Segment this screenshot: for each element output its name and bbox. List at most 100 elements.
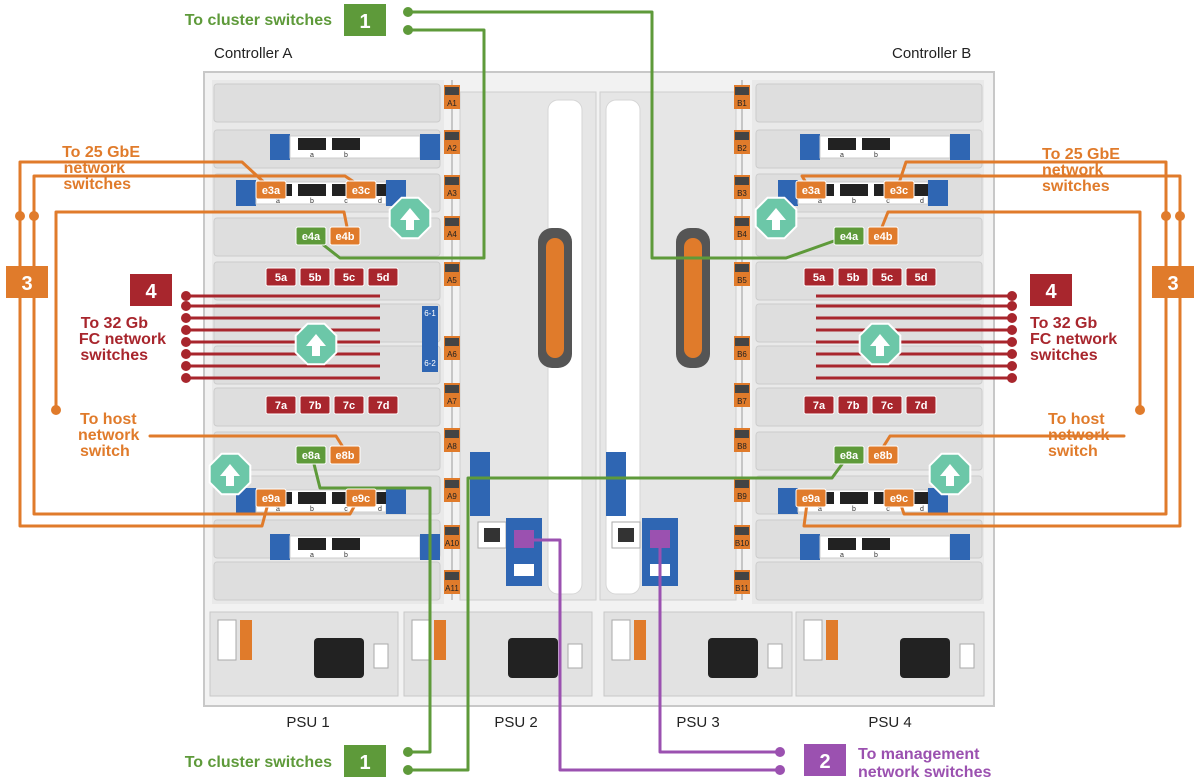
port-a-5b: 5b xyxy=(299,267,331,287)
nic-port-letter: b xyxy=(310,506,314,513)
slot-label: A10 xyxy=(445,539,460,548)
port-badge-bg xyxy=(295,226,327,246)
mgmt-number: 2 xyxy=(819,751,830,773)
nic-latch xyxy=(800,534,820,560)
fc-left-number: 4 xyxy=(145,281,157,303)
fc-right-line2: FC network xyxy=(1030,331,1117,348)
rj45-port-b xyxy=(611,521,641,549)
led-arrow-icon xyxy=(766,208,786,230)
psu-inlet xyxy=(708,638,758,678)
controller-b-label: Controller B xyxy=(892,45,971,62)
port-badge-bg xyxy=(883,180,915,200)
a-card-slot-9 xyxy=(213,431,441,471)
port-badge-bg xyxy=(803,395,835,415)
attention-led-5 xyxy=(858,322,902,366)
nic-port-letter: c xyxy=(886,198,890,205)
slot-tab-notch xyxy=(735,264,749,272)
nic-port-letter: d xyxy=(920,506,924,513)
host-right-line1: To host xyxy=(1048,411,1105,428)
slot-label: A4 xyxy=(447,230,457,239)
led-arrow-icon xyxy=(400,208,420,230)
fc-left-line3: switches xyxy=(80,347,148,364)
slot-label: B4 xyxy=(737,230,747,239)
port-badge-bg xyxy=(871,395,903,415)
nic-port-letter: a xyxy=(276,506,280,513)
b-slot-b4: B4 xyxy=(734,216,750,240)
port-badge-bg xyxy=(265,395,297,415)
fc-left-line1: To 32 Gb xyxy=(81,315,148,332)
a-slot-a5: A5 xyxy=(444,262,460,286)
port-b-5b: 5b xyxy=(837,267,869,287)
port-badge-bg xyxy=(833,445,865,465)
port-badge-bg xyxy=(333,395,365,415)
port-badge-label: e8b xyxy=(874,450,893,462)
port-badge-label: 5a xyxy=(275,272,288,284)
gbe-cable-right-2 xyxy=(800,174,1182,222)
port-b-5c: 5c xyxy=(871,267,903,287)
slot-tab-notch xyxy=(445,264,459,272)
mgmt-dot-2 xyxy=(775,765,785,775)
fc-left-line2: FC network xyxy=(79,331,166,348)
mgmt-card-a xyxy=(422,306,438,372)
slot-tab-notch xyxy=(735,132,749,140)
fc-right-line1: To 32 Gb xyxy=(1030,315,1097,332)
psu-switch xyxy=(411,619,431,661)
slot-label: A11 xyxy=(445,584,459,593)
port-a-5d: 5d xyxy=(367,267,399,287)
nic-latch xyxy=(950,134,970,160)
cluster-bottom-label: To cluster switches xyxy=(185,754,332,771)
port-badge-label: e4a xyxy=(302,231,321,243)
port-badge-label: e9c xyxy=(352,493,370,505)
led-arrow-icon xyxy=(870,334,890,356)
gbe-right-line1: To 25 GbE xyxy=(1042,146,1120,163)
b-card-slot-5 xyxy=(755,261,983,301)
slot-tab-notch xyxy=(735,218,749,226)
psu-latch xyxy=(434,620,446,660)
nic-port xyxy=(862,138,890,150)
port-badge-label: e4b xyxy=(874,231,893,243)
port-b-e8b: e8b xyxy=(867,445,899,465)
mgmt-dot-1 xyxy=(775,747,785,757)
port-badge-label: e9a xyxy=(262,493,281,505)
nic-port xyxy=(332,138,360,150)
gbe-right-line2: network xyxy=(1042,162,1103,179)
nic-port-letter: b xyxy=(344,152,348,159)
slot-tab-notch xyxy=(445,338,459,346)
nic-latch xyxy=(928,180,948,206)
slot-tab-notch xyxy=(735,572,749,580)
port-badge-bg xyxy=(905,395,937,415)
slot-tab-notch xyxy=(735,430,749,438)
fc-left-dot-2 xyxy=(181,301,191,311)
nic-latch xyxy=(800,134,820,160)
port-badge-label: e3c xyxy=(352,185,370,197)
b-slot-b7: B7 xyxy=(734,383,750,407)
port-badge-bg xyxy=(837,267,869,287)
nic-port-letter: b xyxy=(874,552,878,559)
nic-port-letter: a xyxy=(818,198,822,205)
fc-left-dot-8 xyxy=(181,373,191,383)
psu-4 xyxy=(795,611,985,697)
port-badge-label: e3a xyxy=(802,185,821,197)
psu-switch xyxy=(611,619,631,661)
nic-latch xyxy=(236,488,256,514)
nic-port-letter: d xyxy=(378,506,382,513)
gbe-left-badge xyxy=(6,266,48,298)
host-right-dot xyxy=(1135,405,1145,415)
slot-tab-notch xyxy=(445,430,459,438)
fc-left-dot-6 xyxy=(181,349,191,359)
gbe-right-dot-2 xyxy=(1175,211,1185,221)
port-b-7c: 7c xyxy=(871,395,903,415)
attention-led-2 xyxy=(294,322,338,366)
fc-right-dot-1 xyxy=(1007,291,1017,301)
a-card-slot-4 xyxy=(213,217,441,257)
b-card-slot-1 xyxy=(755,83,983,123)
nic-port-letter: b xyxy=(310,198,314,205)
cluster-top-badge xyxy=(344,4,386,36)
b-slot-b2: B2 xyxy=(734,130,750,154)
port-a-e4a: e4a xyxy=(295,226,327,246)
slot-6-1-label: 6-1 xyxy=(424,309,436,318)
slot-tab-notch xyxy=(735,338,749,346)
cluster-cable-bottom-2 xyxy=(406,454,850,772)
nic-port-letter: b xyxy=(344,552,348,559)
